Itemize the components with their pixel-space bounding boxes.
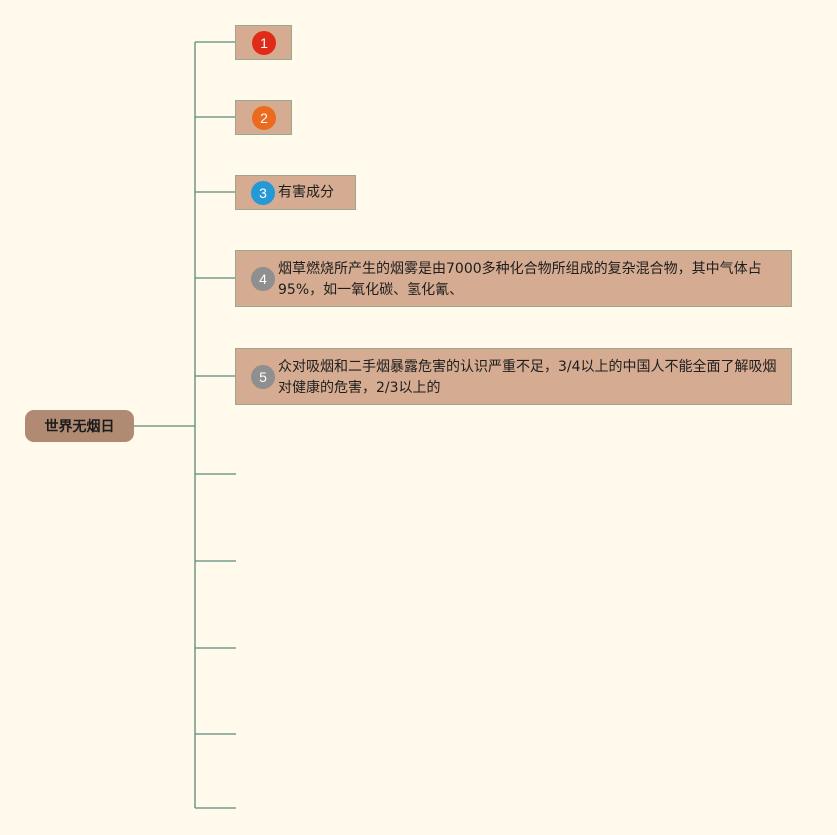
topic-4[interactable]: 4 烟草燃烧所产生的烟雾是由7000多种化合物所组成的复杂混合物，其中气体占95… — [235, 250, 792, 307]
topic-5[interactable]: 5 众对吸烟和二手烟暴露危害的认识严重不足，3/4以上的中国人不能全面了解吸烟对… — [235, 348, 792, 405]
number-badge-3-icon: 3 — [251, 180, 275, 205]
number-badge-4-icon: 4 — [251, 266, 275, 291]
topic-2[interactable]: 2 — [235, 100, 292, 135]
topic-5-text: 众对吸烟和二手烟暴露危害的认识严重不足，3/4以上的中国人不能全面了解吸烟对健康… — [278, 359, 777, 396]
number-badge-1-icon: 1 — [252, 30, 276, 55]
topic-4-text: 烟草燃烧所产生的烟雾是由7000多种化合物所组成的复杂混合物，其中气体占95%，… — [278, 261, 762, 298]
topic-3-text: 有害成分 — [278, 184, 334, 200]
root-topic[interactable]: 世界无烟日 — [25, 410, 134, 442]
topic-1[interactable]: 1 — [235, 25, 292, 60]
number-badge-5-icon: 5 — [251, 364, 275, 389]
number-badge-2-icon: 2 — [252, 105, 276, 130]
topic-3[interactable]: 3 有害成分 — [235, 175, 356, 210]
